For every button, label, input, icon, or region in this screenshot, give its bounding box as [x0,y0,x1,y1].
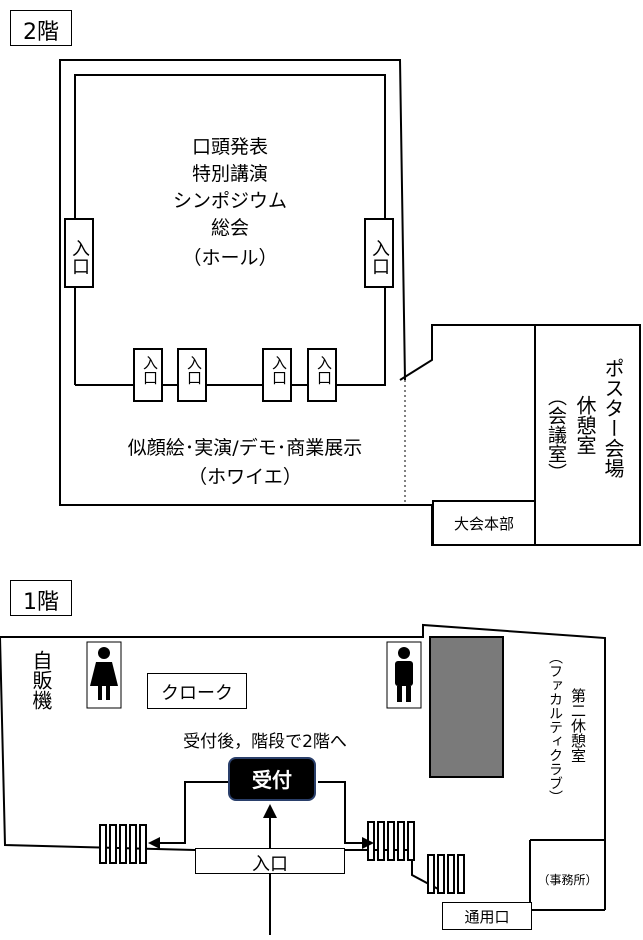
hall-entrance-left-label: 入口 [69,239,90,275]
main-entrance-label: 入口 [252,854,288,875]
poster-label: ポスター会場 [601,358,625,478]
hq-room [432,500,536,546]
hall-entrance-bottom-1-label: 入口 [141,355,159,385]
main-entrance[interactable] [195,848,345,874]
floor1-tag [10,580,72,616]
route-note: 受付後，階段で2階へ [183,732,347,752]
foyer-line-1: 似顔絵･実演/デモ･商業展示 [127,437,363,459]
second-rest-label: 第二休憩室 [569,688,587,763]
floor2-tag [10,10,72,46]
hall-line-5: （ホール） [182,247,278,269]
hall-entrance-bottom-4[interactable]: 入口 [307,348,337,402]
reception-label: 受付 [252,768,292,792]
service-door-label: 通用口 [464,908,510,926]
hall-line-3: シンポジウム [172,190,287,212]
hall-entrance-right-label: 入口 [369,239,390,275]
foyer-line-2: （ホワイエ） [188,466,302,488]
rest-label: 休憩室 [573,395,597,455]
hall-entrance-bottom-2[interactable]: 入口 [177,348,207,402]
hall-line-4: 総会 [210,217,249,239]
floor2-tag-label: 2階 [23,20,59,45]
hall-line-2: 特別講演 [191,163,268,185]
reception-desk[interactable] [228,757,316,801]
meeting-label: （会議室） [545,387,567,482]
service-door[interactable] [442,902,532,930]
office-label: （事務所） [537,873,598,887]
cloak-room [147,673,247,709]
hall-entrance-bottom-4-label: 入口 [315,355,333,385]
hall-entrance-bottom-1[interactable]: 入口 [133,348,163,402]
hall-entrance-bottom-3[interactable]: 入口 [262,348,292,402]
faculty-club-label: （ファカルティクラブ） [547,650,563,804]
hall-entrance-left[interactable]: 入口 [64,218,94,288]
vending-label: 自販機 [29,650,53,710]
hall-entrance-bottom-3-label: 入口 [270,355,288,385]
hq-label: 大会本部 [453,515,514,533]
cloak-label: クローク [161,683,233,704]
hall-entrance-bottom-2-label: 入口 [185,355,203,385]
hall-entrance-right[interactable]: 入口 [364,218,394,288]
hall-line-1: 口頭発表 [191,136,268,158]
floor1-tag-label: 1階 [23,590,59,615]
